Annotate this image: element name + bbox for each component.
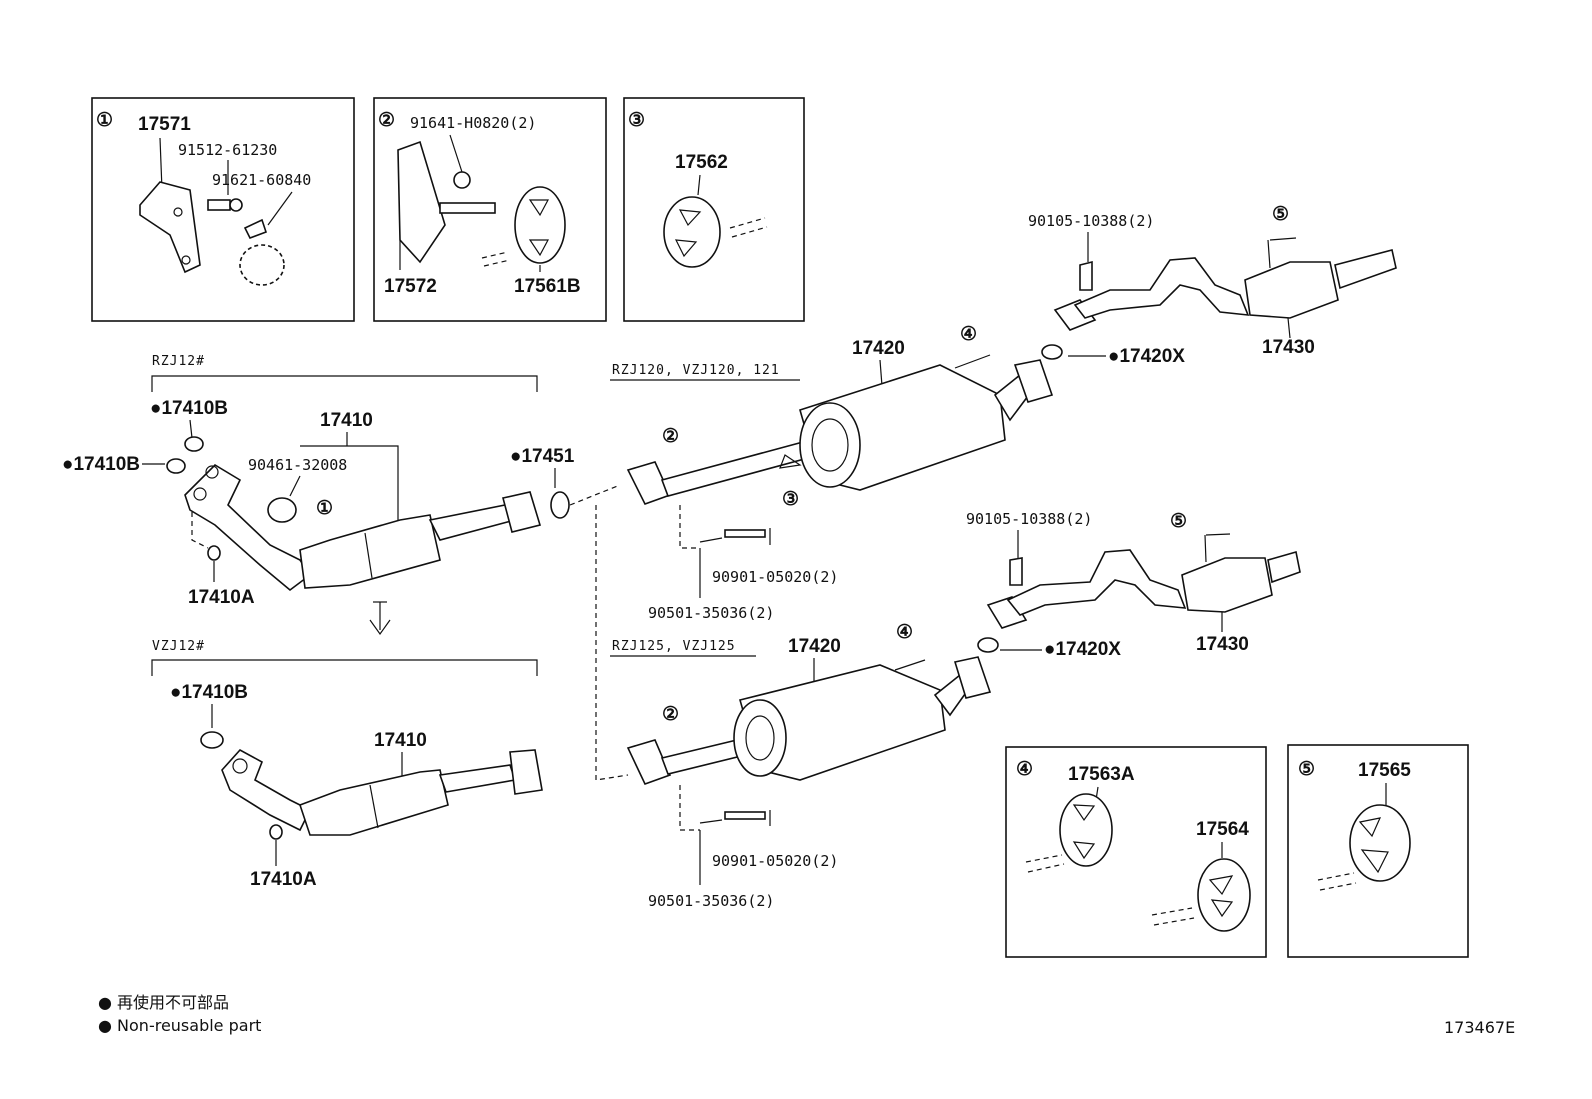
bolt-91621-label: 91621-60840 (212, 171, 311, 189)
front-pipe-manifold (184, 463, 312, 592)
nut-17410a-label-upper: 17410A (188, 587, 255, 608)
detail-box-3: ③ 17562 (623, 97, 805, 322)
callout-3-label: ③ (628, 110, 645, 131)
model-lower-muffler-label: RZJ125, VZJ125 (612, 639, 736, 654)
tail-pipe-outlet-lower (1267, 550, 1301, 584)
bolt-91641-label: 91641-H0820(2) (410, 114, 536, 132)
callout-4-label: ④ (1016, 759, 1033, 780)
part-17420-label-upper: 17420 (852, 338, 905, 359)
callout-1-ref: ① (316, 498, 333, 519)
part-17562-label: 17562 (675, 152, 728, 173)
part-17561b-label: 17561B (514, 276, 581, 297)
model-rzj-label: RZJ12# (152, 354, 205, 369)
part-17564-label: 17564 (1196, 819, 1249, 840)
legend-en: ● Non-reusable part (98, 1016, 261, 1035)
front-pipe-catalyst-lower (298, 769, 449, 836)
hanger-17565-shape (1349, 804, 1411, 882)
detail-box-5: ⑤ 17565 (1287, 744, 1469, 958)
callout-2-label: ② (378, 110, 395, 131)
gasket-17410b-label-3: ●17410B (170, 682, 248, 703)
spring-90501-label-upper: 90501-35036(2) (648, 604, 774, 622)
model-vzj-label: VZJ12# (152, 639, 205, 654)
legend: ● 再使用不可部品 ● Non-reusable part (98, 993, 261, 1035)
hanger-17562-shape (663, 196, 721, 268)
callout-2-ref-upper: ② (662, 426, 679, 447)
center-pipe-lower-assembly: RZJ125, VZJ125 17420 ④ ② ●17420X 90901-0… (595, 505, 1121, 910)
callout-4-ref-upper: ④ (960, 324, 977, 345)
diagram-id: 173467E (1444, 1018, 1515, 1037)
callout-4-ref-lower: ④ (896, 622, 913, 643)
callout-5-label: ⑤ (1298, 759, 1315, 780)
hanger-17561b-shape (514, 186, 566, 264)
detail-box-4: ④ 17563A 17564 (1005, 746, 1267, 958)
tail-pipe-tube-upper (1073, 257, 1250, 319)
model-upper-muffler-label: RZJ120, VZJ120, 121 (612, 363, 780, 378)
bolt-91512-label: 91512-61230 (178, 141, 277, 159)
part-17571-label: 17571 (138, 114, 191, 135)
part-17563a-label: 17563A (1068, 764, 1135, 785)
front-pipe-vzj-assembly: VZJ12# ●17410B 17410 17410A (151, 639, 543, 890)
gasket-17410b-label-2: ●17410B (62, 454, 140, 475)
gasket-17420x-label-upper: ●17420X (1108, 346, 1185, 367)
tail-pipe-sub-muffler-lower (1181, 557, 1273, 613)
front-pipe-flange-upper (502, 491, 542, 533)
callout-2-ref-lower: ② (662, 704, 679, 725)
bolt-90461-label: 90461-32008 (248, 456, 347, 474)
center-pipe-flange-lower (626, 739, 672, 785)
part-17410-label-lower: 17410 (374, 730, 427, 751)
bolt-90901-label-lower: 90901-05020(2) (712, 852, 838, 870)
part-17572-label: 17572 (384, 276, 437, 297)
tail-pipe-upper-assembly: 90105-10388(2) ⑤ 17430 (1028, 204, 1397, 358)
gasket-17451-label: ●17451 (510, 446, 575, 467)
detail-box-2: ② 91641-H0820(2) 17572 17561B (373, 97, 607, 322)
spring-90501-label-lower: 90501-35036(2) (648, 892, 774, 910)
tail-pipe-sub-muffler-upper (1244, 261, 1339, 319)
front-pipe-rzj-assembly: RZJ12# ●17410B ●17410B 17410 90461-32008… (62, 354, 621, 636)
part-17410-label-upper: 17410 (320, 410, 373, 431)
part-17565-label: 17565 (1358, 760, 1411, 781)
callout-5-ref-lower: ⑤ (1170, 511, 1187, 532)
callout-3-ref: ③ (782, 489, 799, 510)
tail-pipe-outlet-upper (1334, 249, 1397, 290)
bracket-17571-shape (139, 181, 201, 274)
center-pipe-upper-assembly: RZJ120, VZJ120, 121 17420 ④ ② ③ ●17420X … (610, 324, 1185, 622)
tail-pipe-lower-assembly: 90105-10388(2) ⑤ 17430 (966, 510, 1301, 655)
bolt-90105-label-lower: 90105-10388(2) (966, 510, 1092, 528)
bolt-90901-label-upper: 90901-05020(2) (712, 568, 838, 586)
hanger-17563a-shape (1059, 793, 1113, 867)
hanger-17564-shape (1197, 858, 1251, 932)
front-pipe-catalyst-upper (299, 514, 441, 589)
bracket-17572-shape (397, 140, 446, 264)
front-pipe-vzj-manifold (221, 748, 312, 832)
gasket-17410b-label-1: ●17410B (150, 398, 228, 419)
bolt-90105-label-upper: 90105-10388(2) (1028, 212, 1154, 230)
part-17420-label-lower: 17420 (788, 636, 841, 657)
tail-pipe-tube-lower (1006, 549, 1187, 616)
center-pipe-outlet-flange-upper (1013, 359, 1054, 403)
legend-jp: ● 再使用不可部品 (98, 993, 229, 1012)
part-17430-label-lower: 17430 (1196, 634, 1249, 655)
detail-box-1: ① 17571 91512-61230 91621-60840 (91, 97, 355, 322)
part-17430-label-upper: 17430 (1262, 337, 1315, 358)
gasket-17420x-label-lower: ●17420X (1044, 639, 1121, 660)
center-pipe-outlet-flange-lower (953, 656, 992, 699)
nut-17410a-label-lower: 17410A (250, 869, 317, 890)
callout-1-label: ① (96, 110, 113, 131)
front-pipe-flange-lower (509, 749, 543, 795)
callout-5-ref-upper: ⑤ (1272, 204, 1289, 225)
